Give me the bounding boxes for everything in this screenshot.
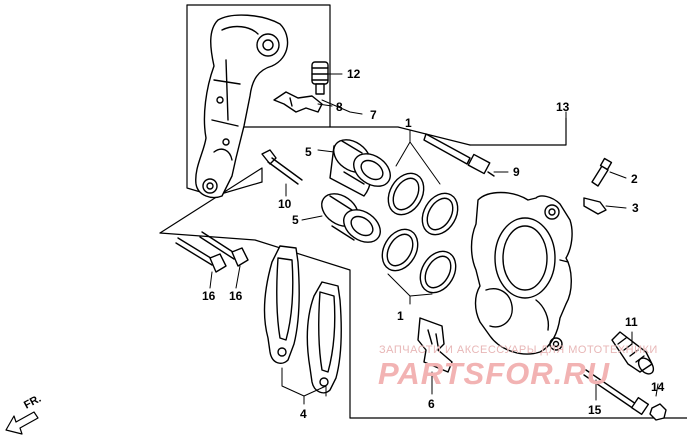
- callout-13: 13: [556, 100, 570, 114]
- leader-lines: [209, 73, 659, 405]
- callout-16-right: 16: [229, 289, 243, 303]
- group-outline: [159, 4, 687, 419]
- pin-boot: [611, 331, 655, 375]
- callout-10: 10: [278, 197, 292, 211]
- retainer-clip-8: [273, 91, 323, 113]
- callout-4: 4: [300, 407, 307, 421]
- piston-seals: [381, 172, 459, 294]
- piston-lower: [321, 193, 381, 243]
- callout-3: 3: [632, 201, 639, 215]
- bolts-16: [175, 231, 249, 273]
- callout-5-lower: 5: [292, 213, 299, 227]
- bolt-15: [583, 369, 650, 416]
- bleeder-cap: [583, 197, 607, 215]
- callout-11: 11: [625, 315, 638, 329]
- pin-bolt-9: [423, 133, 495, 177]
- callout-9: 9: [513, 165, 520, 179]
- bleeder-screw: [591, 157, 613, 187]
- front-arrow-icon: [5, 411, 39, 435]
- callout-12: 12: [347, 67, 361, 81]
- caliper-bracket: [195, 14, 289, 199]
- callout-5-upper: 5: [305, 145, 312, 159]
- callout-7: 7: [370, 108, 377, 122]
- brake-pads: [263, 245, 342, 394]
- piston-upper: [329, 139, 391, 197]
- pad-spring: [417, 317, 453, 373]
- nut-14: [649, 403, 667, 421]
- watermark-tagline: ЗАПЧАСТИ И АКСЕССУАРЫ ДЛЯ МОТОТЕХНИКИ: [379, 344, 658, 356]
- bolt-10: [261, 149, 303, 185]
- caliper-body: [470, 191, 573, 355]
- callout-1-lower: 1: [397, 309, 404, 323]
- callout-14: 14: [651, 380, 665, 394]
- pin-bolt-12: [311, 61, 329, 95]
- callout-16-left: 16: [202, 289, 216, 303]
- watermark-logo: PARTSFOR.RU: [378, 356, 611, 391]
- callout-2: 2: [631, 172, 638, 186]
- callout-6: 6: [428, 397, 435, 411]
- callout-8: 8: [336, 100, 343, 114]
- callout-15: 15: [588, 403, 602, 417]
- callout-1-upper: 1: [405, 116, 412, 130]
